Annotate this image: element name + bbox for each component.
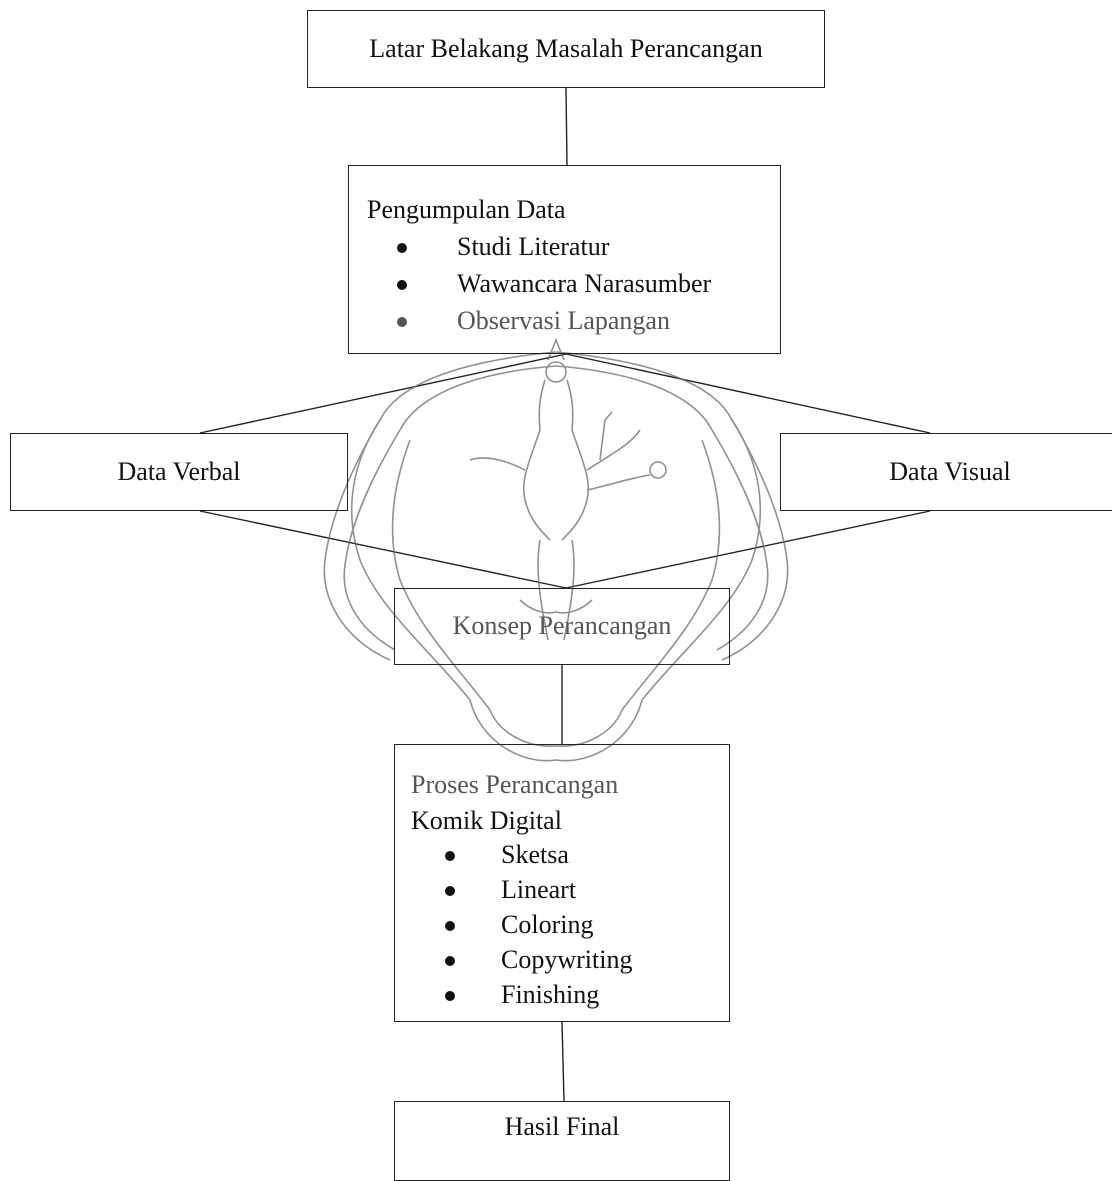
list-item: Observasi Lapangan — [367, 305, 780, 342]
list-item-label: Finishing — [501, 980, 600, 1009]
list-item: Coloring — [411, 909, 729, 944]
node-label: Latar Belakang Masalah Perancangan — [369, 33, 763, 63]
edge-proses-hasil — [561, 1021, 565, 1102]
node-data-verbal: Data Verbal — [10, 433, 348, 511]
list-item: Finishing — [411, 979, 729, 1014]
edge-verbal-konsep — [199, 510, 567, 589]
node-pengumpulan-data: Pengumpulan Data Studi Literatur Wawanca… — [348, 165, 781, 354]
list-item: Wawancara Narasumber — [367, 268, 780, 305]
list-item-label: Studi Literatur — [457, 231, 610, 261]
bullet-icon — [445, 886, 455, 896]
bullet-icon — [397, 242, 407, 253]
list-item: Studi Literatur — [367, 231, 780, 268]
node-label: Konsep Perancangan — [452, 611, 672, 641]
node-data-visual: Data Visual — [780, 433, 1112, 511]
bullet-icon — [445, 956, 455, 966]
list-item-label: Copywriting — [501, 945, 633, 974]
node-proses-perancangan: Proses Perancangan Komik Digital Sketsa … — [394, 744, 730, 1022]
bullet-icon — [445, 991, 455, 1001]
node-label: Data Verbal — [117, 456, 241, 486]
list-item-label: Lineart — [501, 875, 577, 904]
node-hasil-final: Hasil Final — [394, 1101, 730, 1181]
list-item: Sketsa — [411, 839, 729, 874]
node-label: Hasil Final — [504, 1111, 620, 1141]
node-konsep-perancangan: Konsep Perancangan — [394, 588, 730, 665]
node-title-line1: Proses Perancangan — [411, 770, 619, 799]
list-item: Copywriting — [411, 944, 729, 979]
node-label: Data Visual — [889, 456, 1011, 486]
node-title: Pengumpulan Data — [367, 195, 566, 224]
node-latar-belakang: Latar Belakang Masalah Perancangan — [307, 10, 825, 88]
list-item-label: Coloring — [501, 910, 594, 939]
list-item: Lineart — [411, 874, 729, 909]
list-item-label: Observasi Lapangan — [457, 305, 670, 335]
edge-visual-konsep — [565, 510, 931, 589]
bullet-icon — [397, 316, 407, 327]
edge-pengumpulan-visual — [565, 353, 931, 434]
node-title-line2: Komik Digital — [411, 806, 562, 835]
bullet-list: Sketsa Lineart Coloring Copywriting Fini… — [411, 839, 729, 1014]
edge-pengumpulan-verbal — [199, 353, 567, 434]
list-item-label: Sketsa — [501, 840, 569, 869]
edge-latar-pengumpulan — [565, 87, 568, 166]
bullet-icon — [397, 279, 407, 290]
bullet-icon — [445, 851, 455, 861]
bullet-icon — [445, 921, 455, 931]
list-item-label: Wawancara Narasumber — [457, 268, 712, 298]
bullet-list: Studi Literatur Wawancara Narasumber Obs… — [367, 231, 780, 342]
